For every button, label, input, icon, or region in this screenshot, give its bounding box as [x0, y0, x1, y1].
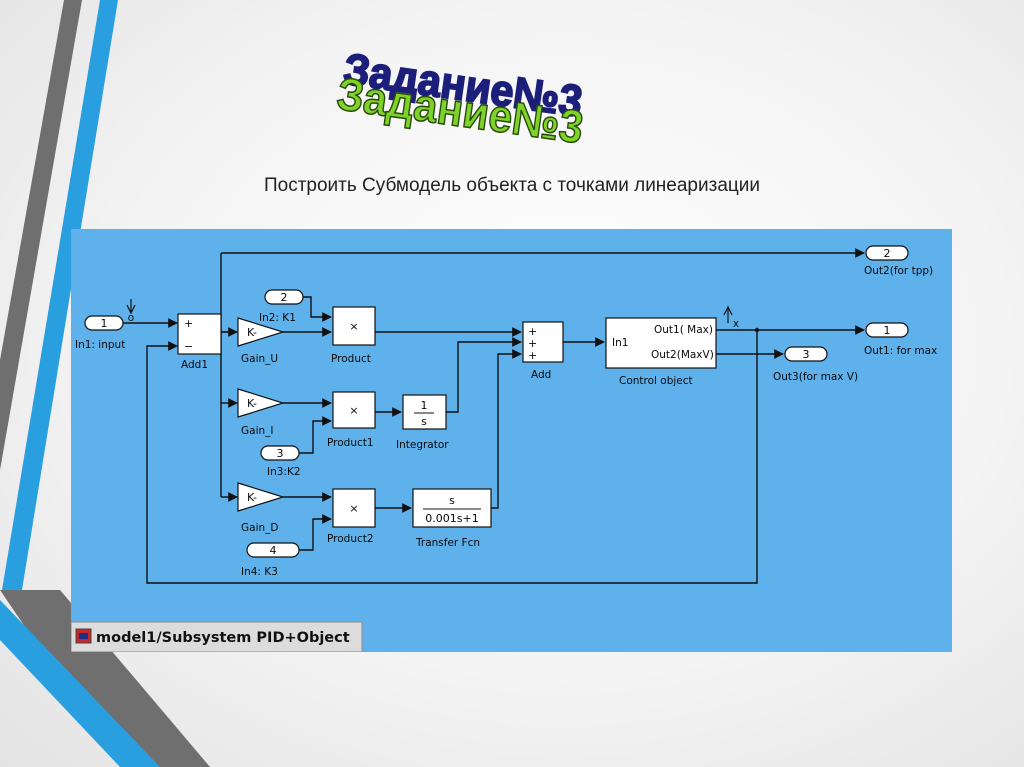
svg-text:In1: In1 [612, 337, 628, 349]
add-block[interactable]: + + + Add [522, 321, 564, 381]
integrator-label: Integrator [396, 439, 449, 451]
svg-text:1: 1 [101, 317, 108, 330]
svg-text:+: + [528, 349, 537, 362]
gain-u-block[interactable]: K- Gain_U [237, 317, 286, 365]
inport-3-label: In3:K2 [267, 466, 301, 478]
control-object-block[interactable]: In1 Out1( Max) Out2(MaxV) Control object [605, 317, 717, 387]
junction-dot [754, 327, 760, 333]
outport-3[interactable]: 3 Out3(for max V) [773, 346, 858, 383]
svg-text:−: − [184, 340, 193, 353]
transfer-fcn-label: Transfer Fcn [415, 537, 480, 549]
product-block[interactable]: × Product [331, 306, 376, 365]
svg-text:o: o [128, 312, 134, 324]
blue-stripe-top [2, 0, 118, 590]
signal-lines [123, 248, 865, 584]
svg-text:K-: K- [247, 491, 257, 504]
inport-3[interactable]: 3 In3:K2 [260, 445, 301, 478]
product1-block[interactable]: × Product1 [327, 391, 376, 449]
svg-text:+: + [184, 317, 193, 330]
window-caption-bar: model1/Subsystem PID+Object [71, 621, 363, 652]
svg-text:1: 1 [421, 399, 428, 412]
svg-text:×: × [349, 404, 358, 417]
svg-text:3: 3 [277, 447, 284, 460]
window-caption: model1/Subsystem PID+Object [96, 630, 350, 646]
blue-stripe-bottom [0, 600, 160, 767]
outport-2[interactable]: 2 Out2(for tpp) [864, 245, 933, 277]
svg-text:1: 1 [884, 324, 891, 337]
svg-text:×: × [349, 320, 358, 333]
inport-2[interactable]: 2 In2: K1 [259, 289, 304, 324]
svg-text:4: 4 [270, 544, 277, 557]
inport-4[interactable]: 4 In4: K3 [241, 542, 300, 578]
inport-4-label: In4: K3 [241, 566, 278, 578]
simulink-window: o x 1 In1: input 2 In2: K1 3 In3:K2 4 In… [71, 229, 952, 652]
linearization-output-point: x [723, 305, 739, 330]
simulink-window-icon [75, 628, 92, 644]
svg-text:Out2(MaxV): Out2(MaxV) [651, 349, 714, 361]
product2-block[interactable]: × Product2 [327, 488, 376, 545]
product2-label: Product2 [327, 533, 374, 545]
outport-1-label: Out1: for max [864, 345, 937, 357]
svg-text:2: 2 [281, 291, 288, 304]
gray-stripe-bottom [0, 590, 210, 767]
inport-1[interactable]: 1 In1: input [75, 315, 125, 351]
add1-block[interactable]: + − Add1 [177, 313, 222, 371]
svg-text:Out1( Max): Out1( Max) [654, 324, 713, 336]
add1-label: Add1 [181, 359, 208, 371]
svg-text:s: s [449, 494, 455, 507]
svg-text:+: + [528, 325, 537, 338]
block-diagram: o x 1 In1: input 2 In2: K1 3 In3:K2 4 In… [71, 245, 937, 652]
svg-text:s: s [421, 415, 427, 428]
add-label: Add [531, 369, 551, 381]
svg-text:×: × [349, 502, 358, 515]
gain-i-block[interactable]: K- Gain_I [237, 388, 286, 437]
inport-2-label: In2: K1 [259, 312, 296, 324]
gray-stripe-top [0, 0, 82, 470]
control-object-label: Control object [619, 375, 693, 387]
product-label: Product [331, 353, 371, 365]
svg-text:K-: K- [247, 397, 257, 410]
outport-3-label: Out3(for max V) [773, 371, 858, 383]
svg-text:2: 2 [884, 247, 891, 260]
outport-2-label: Out2(for tpp) [864, 265, 933, 277]
integrator-block[interactable]: 1 s Integrator [396, 394, 449, 451]
svg-text:0.001s+1: 0.001s+1 [425, 512, 478, 525]
svg-text:3: 3 [803, 348, 810, 361]
gain-d-label: Gain_D [241, 522, 278, 534]
svg-text:x: x [733, 318, 739, 330]
svg-text:K-: K- [247, 326, 257, 339]
inport-1-label: In1: input [75, 339, 125, 351]
slide-title: Задание№3 Задание№3 [333, 44, 587, 154]
svg-text:+: + [528, 337, 537, 350]
transfer-fcn-block[interactable]: s 0.001s+1 Transfer Fcn [412, 488, 492, 549]
gain-i-label: Gain_I [241, 425, 274, 437]
product1-label: Product1 [327, 437, 374, 449]
linearization-input-point: o [126, 299, 136, 324]
gain-u-label: Gain_U [241, 353, 278, 365]
slide-subtitle: Построить Субмодель объекта с точками ли… [263, 175, 761, 196]
gain-d-block[interactable]: K- Gain_D [237, 482, 286, 534]
outport-1[interactable]: 1 Out1: for max [864, 322, 937, 357]
